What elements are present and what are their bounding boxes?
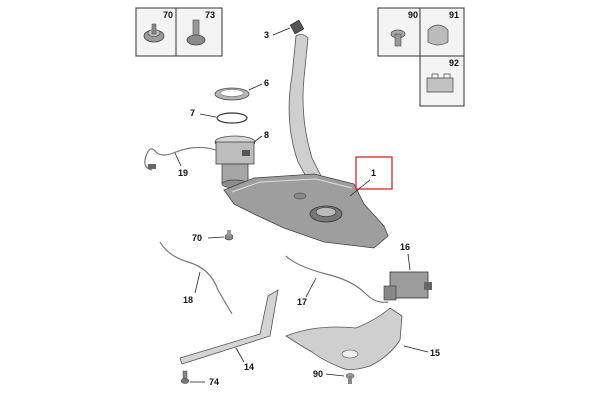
- bolt-74: [180, 370, 190, 384]
- callout-1: 1: [371, 168, 376, 178]
- pump-seal: [216, 112, 248, 124]
- callout-14: 14: [244, 362, 254, 372]
- callout-90: 90: [313, 369, 323, 379]
- leader-8: [253, 135, 263, 143]
- callout-18: 18: [183, 295, 193, 305]
- leader-18: [194, 271, 201, 294]
- part-1-highlight-box: [355, 156, 393, 190]
- leader-70: [207, 236, 225, 239]
- leader-7: [199, 113, 217, 118]
- hardware-box-73: 73: [175, 7, 223, 57]
- callout-70-box: 70: [163, 10, 173, 20]
- fuel-tank: [223, 173, 389, 249]
- leader-19: [174, 152, 182, 167]
- leader-3: [272, 27, 291, 36]
- leader-16: [407, 253, 411, 271]
- leader-17: [305, 277, 317, 298]
- callout-7: 7: [190, 108, 195, 118]
- hardware-box-90: 90: [377, 7, 421, 57]
- callout-15: 15: [430, 348, 440, 358]
- leader-6: [248, 83, 263, 91]
- leader-15: [403, 345, 429, 353]
- leader-1: [349, 179, 371, 197]
- leader-14: [235, 347, 245, 363]
- callout-3: 3: [264, 30, 269, 40]
- callout-19: 19: [178, 168, 188, 178]
- filler-neck: [288, 19, 323, 185]
- callout-90-box: 90: [408, 10, 418, 20]
- support-bracket: [179, 289, 279, 365]
- callout-16: 16: [400, 242, 410, 252]
- vent-pipe: [159, 241, 233, 315]
- tank-nut: [224, 230, 234, 241]
- pump-wiring-harness: [144, 146, 217, 171]
- callout-92: 92: [449, 58, 459, 68]
- callout-74: 74: [209, 377, 219, 387]
- leader-90: [325, 373, 345, 377]
- carbon-canister: [383, 271, 432, 301]
- callout-70: 70: [192, 233, 202, 243]
- heat-shield: [285, 307, 403, 370]
- callout-17: 17: [297, 297, 307, 307]
- hardware-box-91: 91: [419, 7, 465, 57]
- clip-90: [345, 373, 355, 384]
- lock-ring: [214, 87, 250, 101]
- callout-73: 73: [205, 10, 215, 20]
- hardware-box-70: 70: [135, 7, 177, 57]
- callout-91: 91: [449, 10, 459, 20]
- callout-8: 8: [264, 130, 269, 140]
- hardware-box-92: 92: [419, 55, 465, 107]
- fuel-line: [285, 255, 389, 303]
- callout-6: 6: [264, 78, 269, 88]
